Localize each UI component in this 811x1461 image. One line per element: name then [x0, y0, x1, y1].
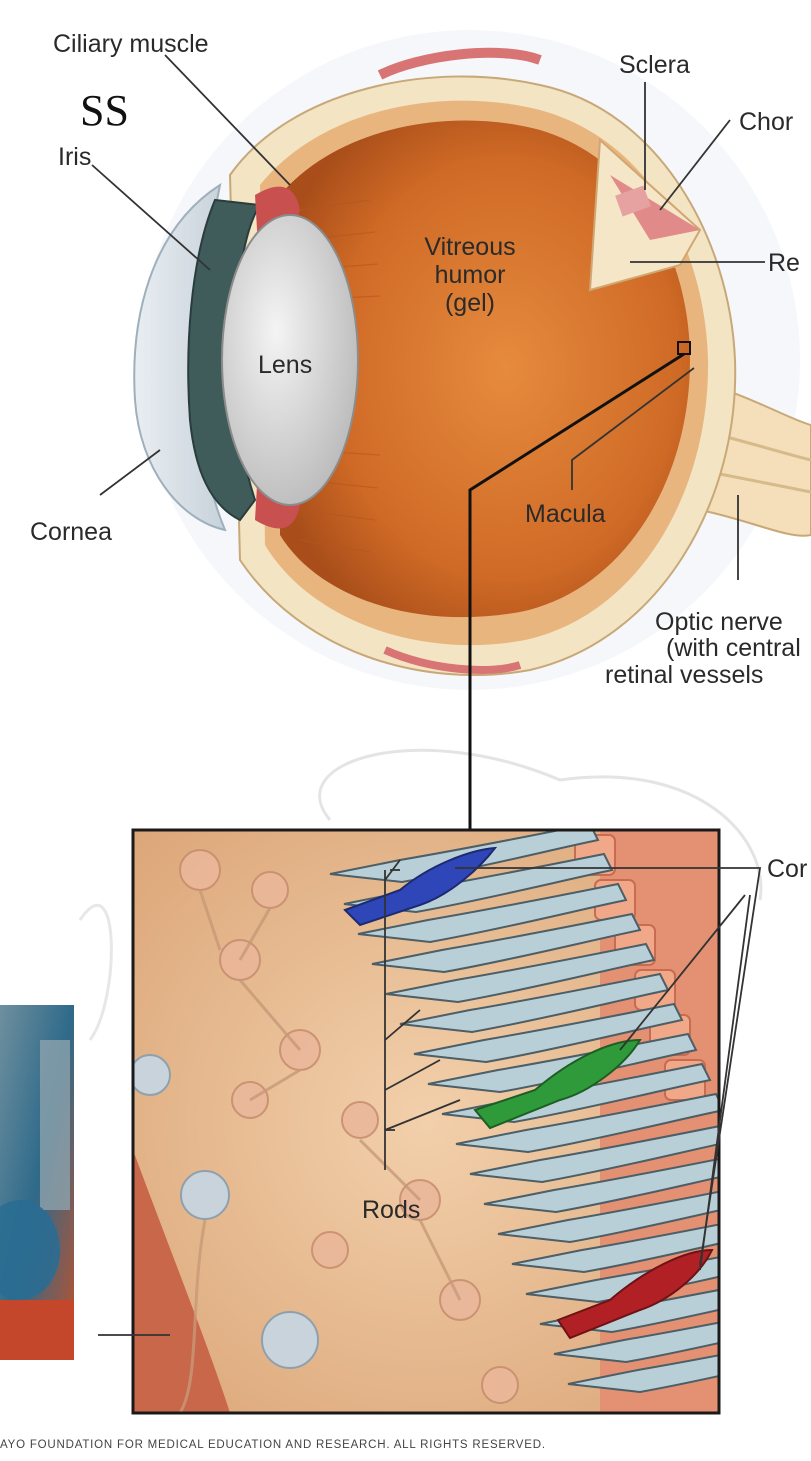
label-vitreous-2: humor [435, 261, 506, 289]
label-ciliary-muscle: Ciliary muscle [53, 30, 209, 58]
slide-fragment-text: SS [80, 86, 129, 135]
label-lens: Lens [258, 351, 312, 379]
label-rods: Rods [362, 1196, 420, 1224]
label-cornea: Cornea [30, 518, 112, 546]
label-cones: Cor [767, 855, 807, 883]
retina-detail-box [130, 824, 811, 1413]
label-vitreous-1: Vitreous [424, 233, 515, 261]
copyright-text: AYO FOUNDATION FOR MEDICAL EDUCATION AND… [0, 1439, 546, 1451]
label-sclera: Sclera [619, 51, 690, 79]
photo-fragment [0, 1005, 74, 1360]
label-optic-2: (with central [666, 634, 801, 662]
label-iris: Iris [58, 143, 91, 171]
label-retina: Re [768, 249, 800, 277]
label-optic-1: Optic nerve [655, 608, 783, 636]
label-vitreous-3: (gel) [445, 289, 495, 317]
label-macula: Macula [525, 500, 606, 528]
label-choroid: Chor [739, 108, 793, 136]
label-optic-3: retinal vessels [605, 661, 763, 689]
